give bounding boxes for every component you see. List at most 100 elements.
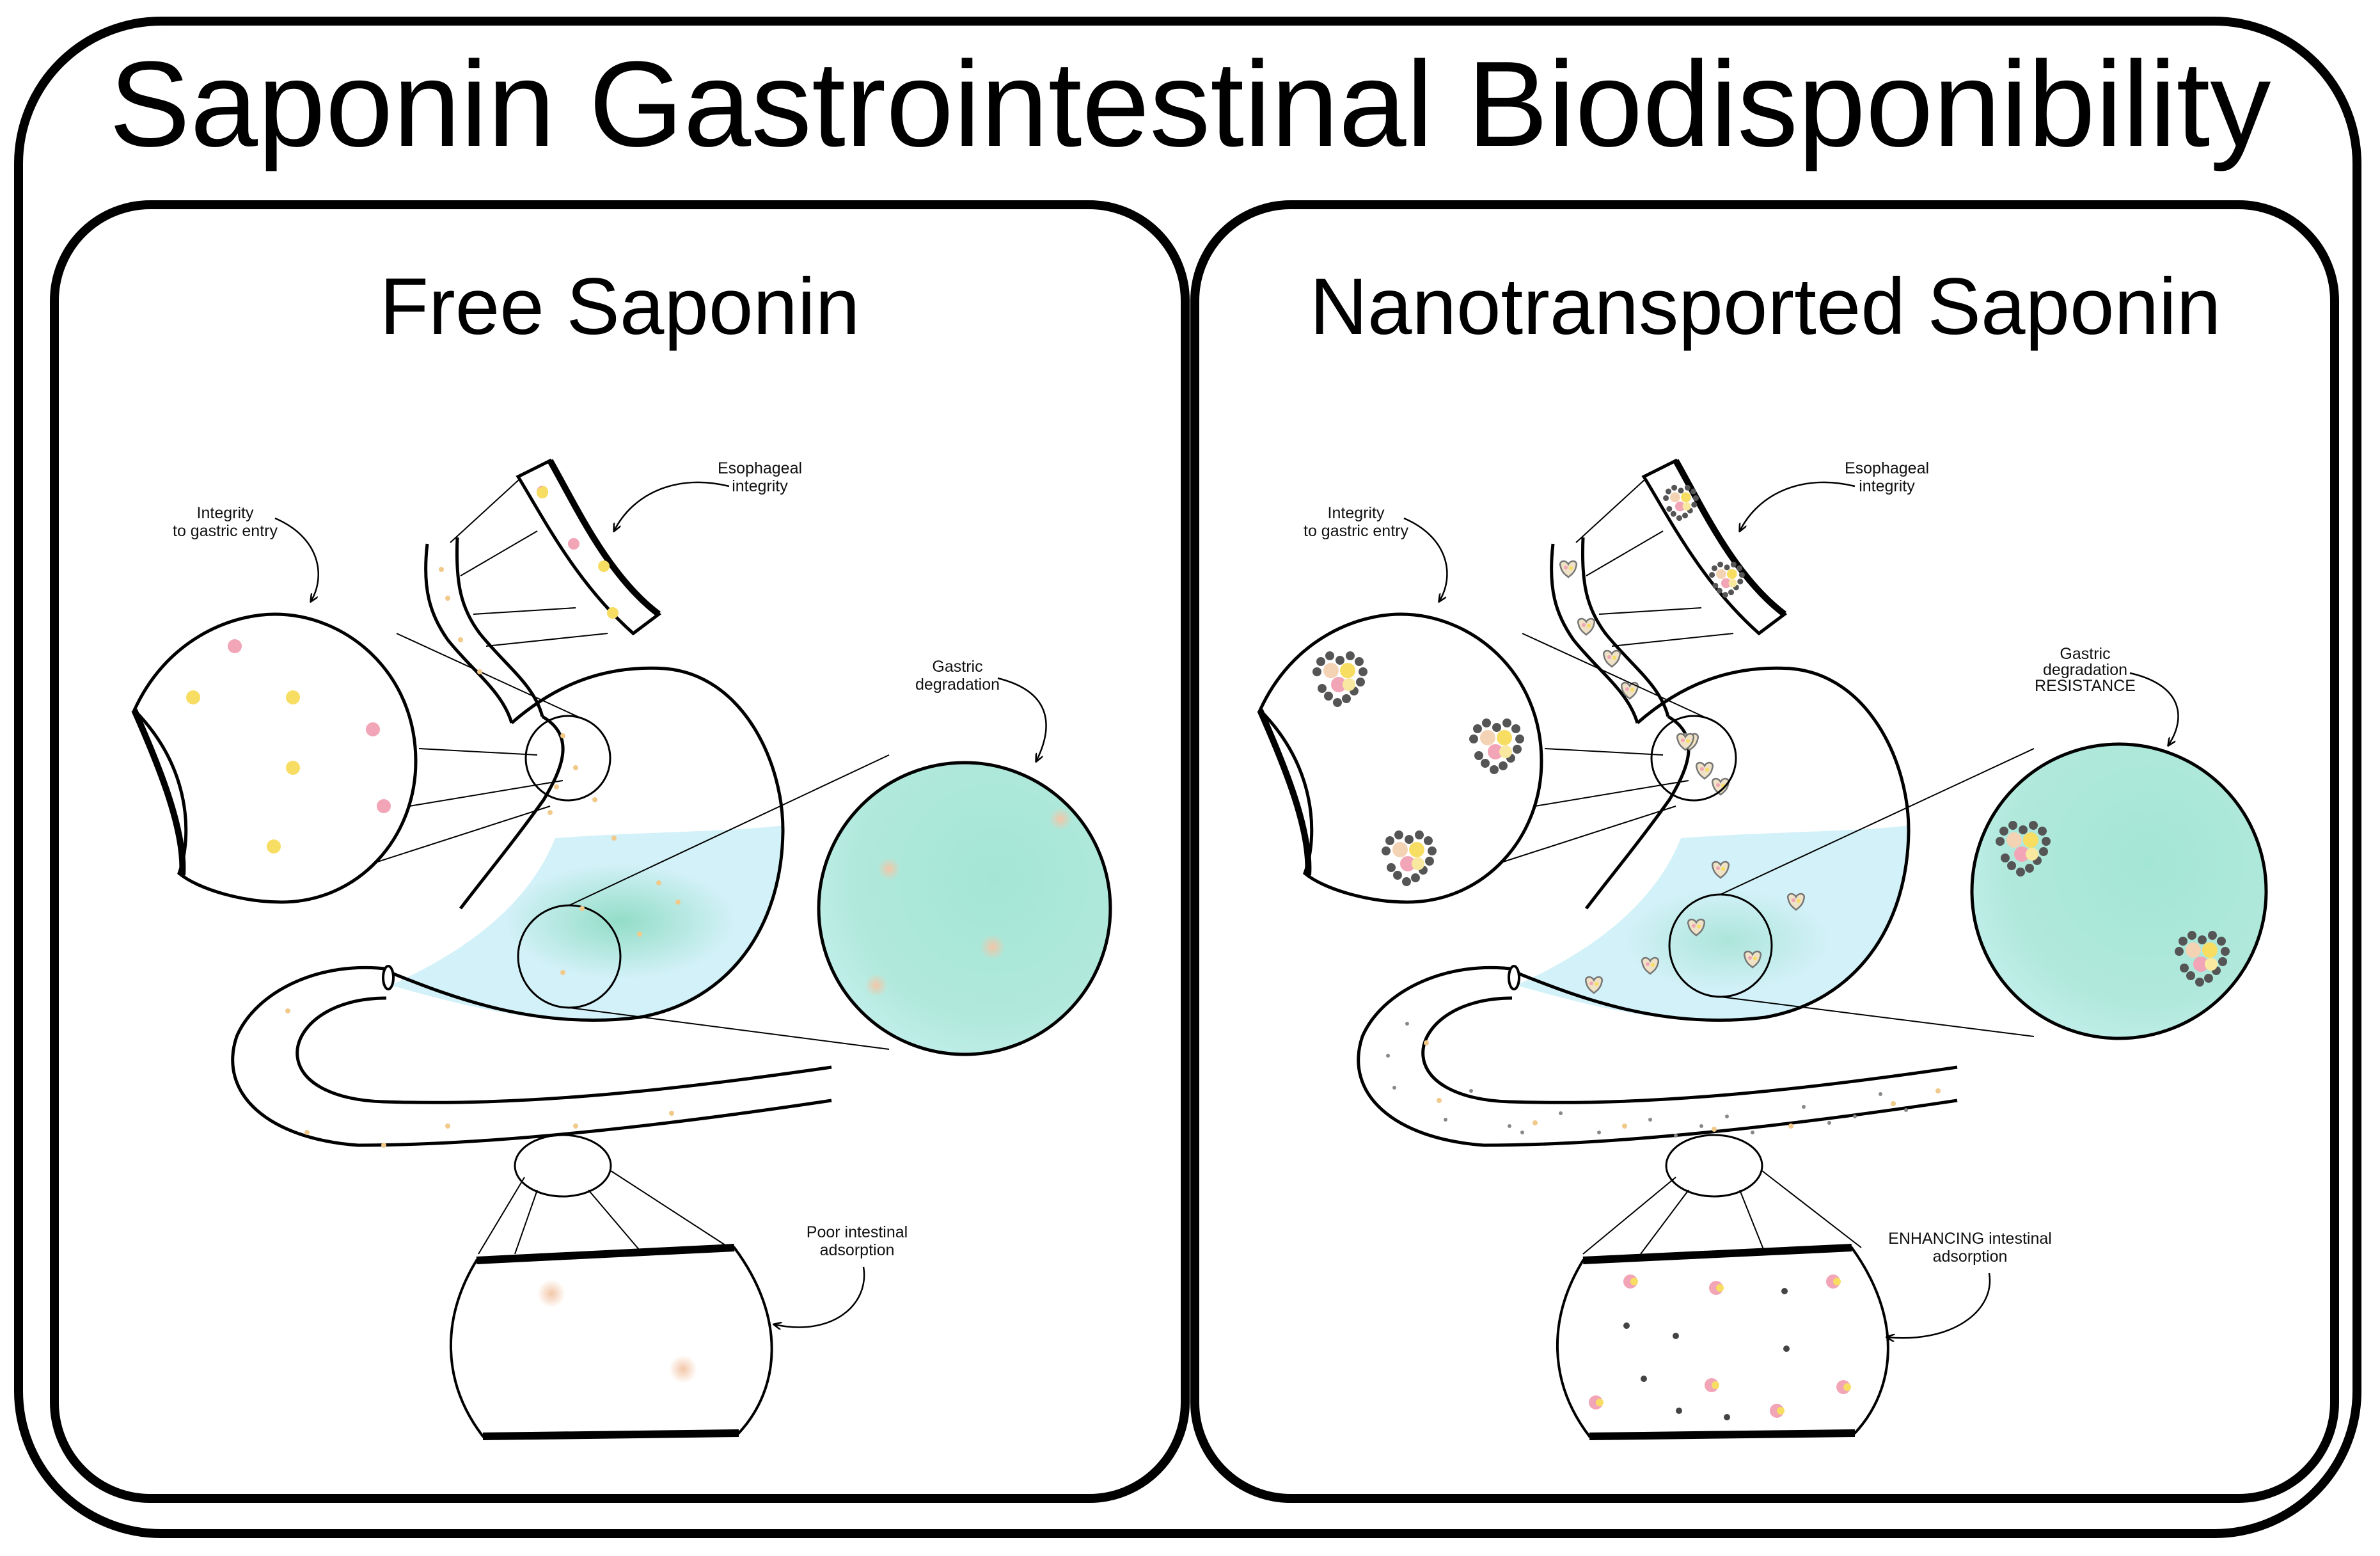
- svg-text:RESISTANCE: RESISTANCE: [2035, 677, 2136, 695]
- particle: [1802, 1105, 1806, 1109]
- esophageal-zoom: [1575, 458, 1788, 647]
- particle: [637, 932, 642, 937]
- intestinal-annotation: Poor intestinal adsorption: [774, 1223, 908, 1327]
- svg-text:to gastric entry: to gastric entry: [173, 522, 278, 540]
- gastric-entry-zoom: [1257, 612, 1737, 904]
- gastric-resistance-zoom: [1668, 742, 2268, 1040]
- svg-text:adsorption: adsorption: [1933, 1248, 2008, 1266]
- svg-text:Gastric: Gastric: [2060, 645, 2110, 663]
- esophagus: [424, 537, 544, 724]
- svg-text:ENHANCING intestinal: ENHANCING intestinal: [1888, 1230, 2052, 1248]
- particle: [458, 637, 463, 642]
- gastric-degradation-zone: [1625, 889, 1829, 992]
- particle: [656, 880, 661, 885]
- svg-text:Esophageal: Esophageal: [1845, 459, 1929, 477]
- particle: [1891, 1101, 1896, 1106]
- particle: [592, 797, 597, 802]
- particle: [304, 1130, 310, 1135]
- gastric-degradation-zone: [505, 864, 736, 979]
- particle: [439, 567, 444, 572]
- particle: [554, 784, 559, 790]
- gastric-annotation: Gastric degradation: [915, 658, 1047, 761]
- esophageal-annotation: Esophageal integrity: [614, 459, 802, 531]
- panel-free-saponin: Free Saponin: [50, 200, 1190, 1503]
- particle: [1879, 1092, 1882, 1096]
- particle: [1935, 1088, 1941, 1093]
- esophagus: [1550, 537, 1670, 724]
- particle: [285, 1008, 290, 1013]
- particle: [1597, 1131, 1601, 1134]
- particle: [675, 900, 681, 905]
- gastric-entry-zoom: [131, 612, 611, 904]
- particle: [560, 970, 565, 975]
- svg-text:Poor intestinal: Poor intestinal: [807, 1223, 908, 1241]
- svg-text:degradation: degradation: [2043, 661, 2127, 679]
- particle: [1712, 1127, 1717, 1132]
- particle: [1405, 1022, 1409, 1026]
- intestinal-zoom: [450, 1134, 773, 1440]
- particle: [1622, 1123, 1627, 1129]
- svg-text:Integrity: Integrity: [197, 504, 254, 522]
- esophageal-annotation: Esophageal integrity: [1740, 459, 1929, 531]
- gastric-degradation-zoom: [517, 754, 1112, 1056]
- particle: [1699, 1124, 1703, 1128]
- particle: [381, 1143, 386, 1148]
- particle: [1674, 1134, 1678, 1138]
- main-title: Saponin Gastrointestinal Biodisponibilit…: [109, 36, 2271, 172]
- particle: [445, 596, 450, 601]
- intestinal-annotation: ENHANCING intestinal adsorption: [1887, 1230, 2052, 1338]
- svg-text:integrity: integrity: [732, 477, 788, 495]
- panel-frame: [1190, 200, 2339, 1503]
- intestine: [231, 965, 832, 1147]
- panel-frame: [50, 200, 1190, 1503]
- outer-frame: [14, 17, 2361, 1538]
- particle: [1424, 1040, 1429, 1045]
- particle: [573, 1123, 578, 1129]
- particle: [1508, 1124, 1511, 1128]
- particle: [1751, 1131, 1754, 1134]
- particle: [1437, 1098, 1442, 1103]
- free-saponin-particles: [285, 567, 681, 1148]
- gastric-entry-annotation: Integrity to gastric entry: [173, 504, 319, 601]
- particle: [1559, 1111, 1563, 1115]
- gastric-annotation: Gastric degradation RESISTANCE: [2035, 645, 2179, 745]
- particle: [611, 836, 617, 841]
- gastric-entry-annotation: Integrity to gastric entry: [1304, 504, 1448, 601]
- particle: [477, 669, 482, 674]
- svg-text:Gastric: Gastric: [932, 658, 982, 676]
- particle: [1386, 1054, 1390, 1058]
- nanocarrier-particles: [1386, 1022, 1941, 1138]
- particle: [1853, 1115, 1857, 1118]
- intestinal-zoom: [1556, 1134, 1889, 1440]
- svg-text:integrity: integrity: [1859, 477, 1915, 495]
- panel-title: Nanotransported Saponin: [1310, 262, 2221, 351]
- stomach-wall: [390, 666, 785, 1022]
- particle: [1520, 1131, 1524, 1134]
- particle: [548, 810, 553, 815]
- particle: [1788, 1123, 1793, 1129]
- svg-text:degradation: degradation: [915, 676, 1000, 694]
- particle: [1648, 1118, 1652, 1122]
- svg-text:to gastric entry: to gastric entry: [1304, 522, 1408, 540]
- particle: [1469, 1089, 1473, 1093]
- panel-nanotransported-saponin: Nanotransported Saponin: [1190, 200, 2339, 1503]
- particle: [573, 765, 578, 770]
- svg-text:Integrity: Integrity: [1328, 504, 1385, 522]
- intestine: [1357, 965, 1958, 1147]
- esophageal-zoom: [450, 458, 662, 647]
- particle: [445, 1123, 450, 1129]
- particle: [560, 733, 565, 738]
- particle: [1444, 1118, 1447, 1122]
- svg-text:Esophageal: Esophageal: [718, 459, 802, 477]
- svg-text:adsorption: adsorption: [820, 1241, 895, 1259]
- particle: [1392, 1086, 1396, 1090]
- particle: [1533, 1120, 1538, 1125]
- particle: [1827, 1121, 1831, 1125]
- particle: [1725, 1115, 1729, 1118]
- particle: [1904, 1108, 1908, 1112]
- panel-title: Free Saponin: [380, 262, 860, 351]
- particle: [579, 906, 585, 911]
- particle: [669, 1111, 674, 1116]
